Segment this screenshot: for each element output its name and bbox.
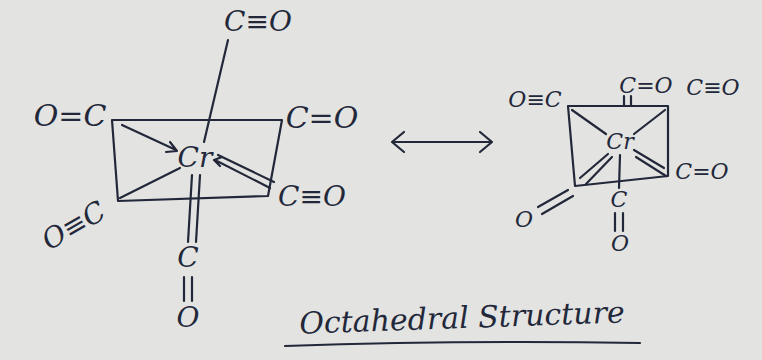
double-bond: [184, 277, 192, 301]
bond-arrow: [214, 155, 274, 188]
ligand-label: C: [177, 244, 198, 272]
ligand-label: C≡O: [224, 8, 292, 36]
metal-atom: Cr: [178, 144, 213, 172]
resonance-arrow: [392, 132, 492, 152]
ligand-label: C=O: [675, 161, 728, 183]
ligand-label: O: [611, 233, 629, 255]
ligand-label: O=C: [34, 101, 107, 131]
ligand-label: C≡O: [278, 183, 346, 211]
ligand-label: O: [515, 209, 533, 231]
square-plane: [112, 120, 282, 201]
ligand-label: O≡C: [38, 197, 111, 255]
bond-line: [120, 168, 180, 198]
bond-line: [204, 40, 228, 142]
ligand-label: C: [611, 189, 628, 211]
metal-atom: Cr: [606, 131, 633, 153]
double-bond: [538, 190, 573, 214]
ligand-label: O≡C: [508, 89, 561, 111]
bond-line: [572, 110, 606, 134]
double-bond: [615, 213, 623, 231]
double-bond: [188, 175, 200, 242]
bond-arrow: [122, 125, 177, 152]
bond-line: [619, 155, 620, 188]
caption: Octahedral Structure: [299, 297, 625, 338]
bond-line: [634, 110, 665, 134]
ligand-label: C=O: [286, 103, 359, 133]
underline: [285, 342, 640, 346]
double-bond: [624, 96, 631, 105]
ligand-label: C=O: [619, 75, 672, 97]
ligand-label: O: [177, 304, 200, 332]
square-plane: [568, 106, 668, 186]
double-bond: [634, 150, 666, 176]
double-bond: [580, 154, 612, 184]
ligand-label: C≡O: [686, 77, 739, 99]
